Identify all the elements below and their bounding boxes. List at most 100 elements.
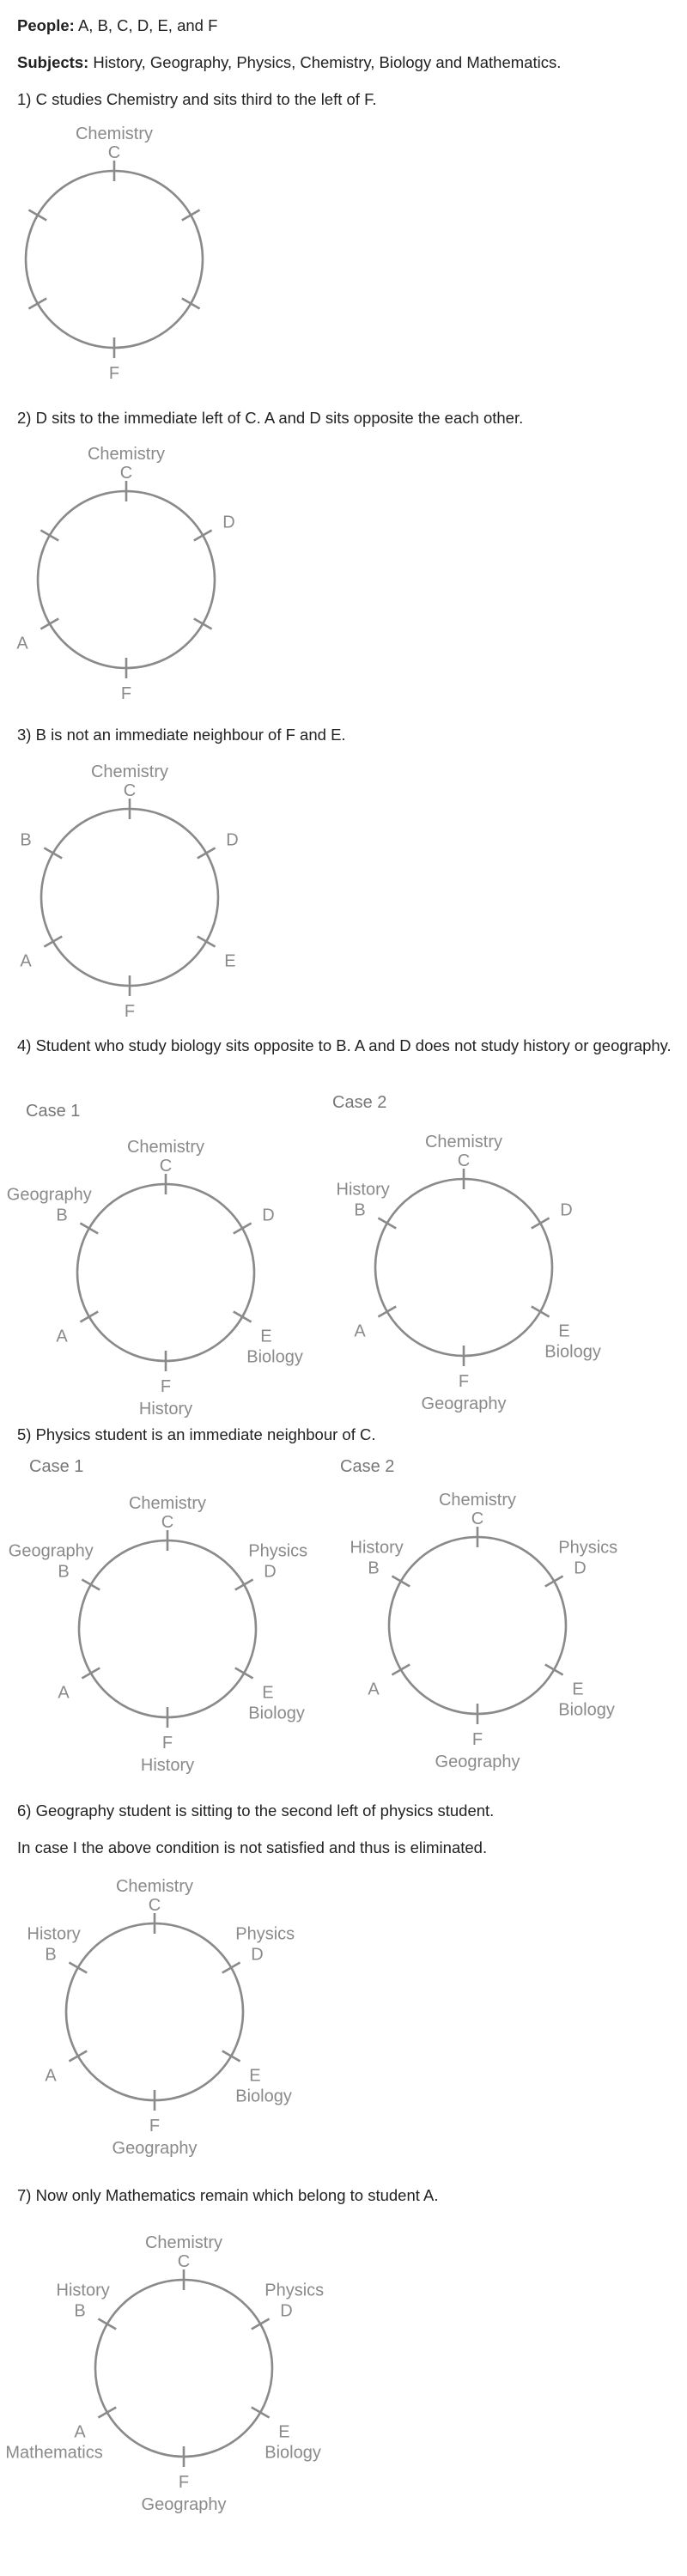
- table-circle: [374, 1177, 554, 1358]
- seat-label-bottom: F: [121, 684, 131, 703]
- seat-marker-topLeft: [391, 1575, 410, 1588]
- seat-label-top-left: B: [74, 2302, 85, 2321]
- table-circle: [77, 1539, 258, 1719]
- seat-label-top: C: [161, 1513, 173, 1532]
- seat-marker-bottomLeft: [68, 2050, 88, 2063]
- seat-label-bottom-left: A: [368, 1680, 380, 1699]
- seat-marker-topRight: [181, 209, 201, 222]
- seat-marker-topRight: [251, 2318, 271, 2330]
- case-label-1: Case 1: [26, 1102, 81, 1121]
- seat-label-bottom-left: A: [16, 635, 28, 653]
- seat-label-top-left: B: [20, 831, 31, 850]
- seat-label-bottom-left: A: [45, 2067, 57, 2086]
- seat-marker-topRight: [544, 1575, 564, 1588]
- seat-marker-bottomRight: [531, 1305, 550, 1318]
- seat-label-bottom: F: [125, 1002, 135, 1021]
- seating-circle-diagram-step-5-case-1: CChemistryDPhysicsEBiologyFHistoryABGeog…: [9, 1494, 307, 1775]
- subject-label-top: Chemistry: [129, 1494, 206, 1513]
- subjects-value: History, Geography, Physics, Chemistry, …: [88, 53, 562, 71]
- seating-circle-diagram-step-6: CChemistryDPhysicsEBiologyFGeographyABHi…: [27, 1877, 295, 2158]
- table-circle: [36, 489, 216, 670]
- subject-label-top-left: History: [27, 1925, 81, 1944]
- seat-label-bottom: F: [162, 1734, 173, 1753]
- subject-label-top-right: Physics: [558, 1539, 617, 1558]
- seat-label-bottom-right: E: [278, 2423, 289, 2442]
- table-circle: [64, 1922, 245, 2102]
- seat-marker-bottomLeft: [43, 935, 63, 948]
- seat-label-bottom-right: E: [224, 952, 235, 971]
- seat-label-bottom: F: [161, 1377, 171, 1396]
- seat-marker-bottomLeft: [377, 1305, 397, 1318]
- table-circle: [94, 2278, 274, 2458]
- subject-label-top: Chemistry: [116, 1877, 193, 1896]
- seat-marker-bottomLeft: [27, 297, 47, 310]
- subject-label-bottom-right: Biology: [246, 1348, 303, 1367]
- subject-label-bottom-right: Biology: [264, 2444, 321, 2463]
- seat-marker-bottomRight: [544, 1663, 564, 1676]
- people-line: People: A, B, C, D, E, and F: [17, 14, 217, 37]
- subject-label-top: Chemistry: [425, 1133, 502, 1151]
- seat-marker-bottomRight: [233, 1310, 252, 1323]
- seat-marker-bottomLeft: [81, 1667, 100, 1680]
- subject-label-bottom: History: [139, 1400, 192, 1419]
- seat-marker-topLeft: [377, 1217, 397, 1230]
- seat-marker-bottomLeft: [391, 1663, 410, 1676]
- seat-marker-bottomLeft: [97, 2406, 117, 2419]
- subjects-line: Subjects: History, Geography, Physics, C…: [17, 51, 561, 74]
- subject-label-top-right: Physics: [264, 2281, 324, 2300]
- case-label-2: Case 2: [332, 1093, 387, 1112]
- seat-label-top: C: [108, 143, 120, 162]
- seat-label-top-right: D: [574, 1559, 586, 1578]
- seat-marker-bottomRight: [251, 2406, 271, 2419]
- subject-label-top: Chemistry: [439, 1491, 516, 1510]
- seat-label-top-right: D: [264, 1563, 276, 1582]
- seat-marker-bottomRight: [181, 297, 201, 310]
- case-label-1: Case 1: [29, 1457, 84, 1476]
- seat-label-bottom-right: E: [262, 1684, 273, 1703]
- subject-label-bottom: Geography: [112, 2139, 198, 2158]
- seat-label-top-left: B: [354, 1201, 365, 1220]
- seat-label-top-left: B: [45, 1946, 56, 1965]
- subject-label-top: Chemistry: [127, 1138, 204, 1157]
- step-1-text: 1) C studies Chemistry and sits third to…: [17, 90, 377, 108]
- seat-label-bottom: F: [179, 2473, 189, 2492]
- step-7-text: 7) Now only Mathematics remain which bel…: [17, 2186, 439, 2204]
- seat-label-bottom-right: E: [249, 2067, 260, 2086]
- subject-label-top-left: History: [57, 2281, 110, 2300]
- step-6-note: In case I the above condition is not sat…: [17, 1838, 488, 1856]
- seat-label-bottom-left: A: [354, 1322, 366, 1341]
- seat-marker-topRight: [197, 847, 216, 860]
- subject-label-top: Chemistry: [145, 2233, 222, 2252]
- people-label: People:: [17, 16, 75, 34]
- subject-label-bottom: History: [141, 1756, 194, 1775]
- seat-label-top-left: B: [368, 1559, 379, 1578]
- subject-label-bottom: Geography: [142, 2495, 227, 2514]
- seat-label-top-left: B: [56, 1206, 67, 1225]
- seat-marker-topRight: [531, 1217, 550, 1230]
- seat-label-bottom-right: E: [260, 1327, 271, 1346]
- seat-label-top: C: [471, 1510, 483, 1528]
- step-3-text: 3) B is not an immediate neighbour of F …: [17, 726, 346, 744]
- seat-label-bottom-left: A: [74, 2423, 86, 2442]
- seat-marker-topLeft: [81, 1578, 100, 1591]
- subject-label-bottom: Geography: [422, 1394, 507, 1413]
- seat-label-bottom-right: E: [572, 1680, 583, 1699]
- seat-label-bottom-left: A: [58, 1684, 70, 1703]
- seat-marker-topRight: [233, 1222, 252, 1235]
- seat-label-top: C: [120, 464, 132, 483]
- step-5-text: 5) Physics student is an immediate neigh…: [17, 1425, 376, 1443]
- seat-marker-topRight: [234, 1578, 254, 1591]
- subject-label-bottom: Geography: [435, 1753, 520, 1771]
- seat-marker-topRight: [193, 529, 213, 542]
- seat-label-top-right: D: [262, 1206, 274, 1225]
- subject-label-top: Chemistry: [76, 125, 153, 143]
- seat-label-bottom: F: [109, 364, 119, 383]
- seat-label-top: C: [149, 1896, 161, 1915]
- seat-marker-topLeft: [43, 847, 63, 860]
- subject-label-bottom-right: Biology: [235, 2087, 292, 2106]
- table-circle: [76, 1182, 256, 1363]
